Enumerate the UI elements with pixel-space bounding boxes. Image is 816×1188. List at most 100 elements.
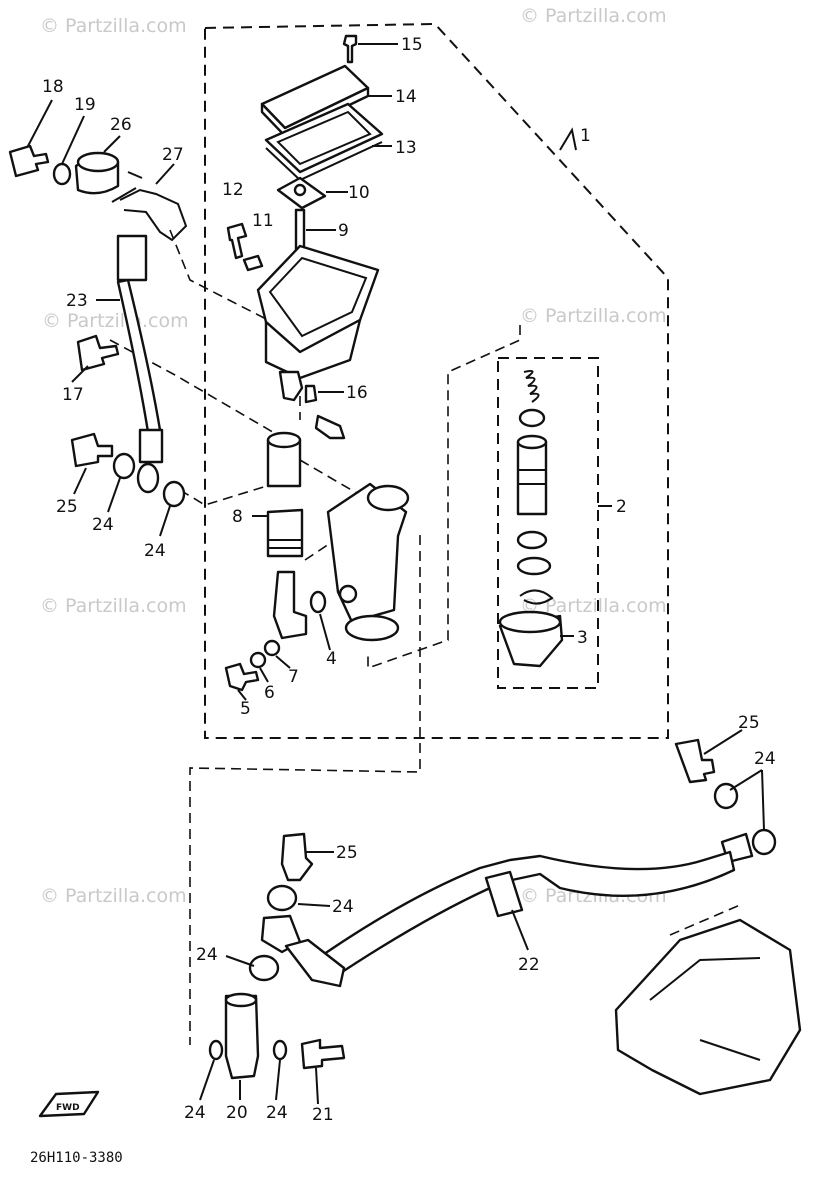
leader-22 (511, 909, 529, 951)
assembly-outlines (109, 22, 741, 1045)
watermark: © Partzilla.com (40, 15, 187, 37)
washer-24 (248, 954, 280, 982)
callout-20: 20 (226, 1103, 248, 1123)
leader-1 (559, 127, 577, 151)
callout-22: 22 (518, 955, 540, 975)
leader-reservoir (169, 229, 269, 321)
engine-case-detail (649, 957, 761, 1061)
leader-engine (669, 904, 741, 936)
callout-19: 19 (74, 95, 96, 115)
leader-body (299, 459, 361, 496)
spring (523, 369, 540, 403)
washer-24 (162, 480, 186, 508)
callout-24: 24 (92, 515, 114, 535)
callout-24: 24 (144, 541, 166, 561)
leader-25 (703, 729, 743, 755)
screw-5 (224, 662, 260, 692)
callout-11: 11 (252, 211, 274, 231)
diaphragm-13 (264, 102, 384, 174)
cylinder-body-bore (344, 614, 400, 642)
piston-grooves (518, 469, 546, 485)
callout-24: 24 (196, 945, 218, 965)
callout-6: 6 (264, 683, 275, 703)
bolt-25 (280, 832, 314, 882)
washer-19 (52, 162, 72, 186)
callout-25: 25 (336, 843, 358, 863)
piston-kit-group (498, 369, 564, 668)
screw-15 (342, 34, 358, 64)
callout-24: 24 (754, 749, 776, 769)
watermark: © Partzilla.com (42, 310, 189, 332)
union-bolt-20 (224, 994, 260, 1080)
hose-23-eye (136, 462, 160, 494)
union-fitting-top (266, 431, 302, 449)
switch-terminal (314, 414, 346, 440)
reservoir-tank-body (264, 318, 362, 380)
leader-4 (319, 613, 331, 651)
callout-24: 24 (266, 1103, 288, 1123)
callout-1: 1 (580, 126, 591, 146)
callout-24: 24 (184, 1103, 206, 1123)
callout-21: 21 (312, 1105, 334, 1125)
leader-6 (259, 667, 269, 683)
hose-22-crimp (484, 870, 524, 918)
hose-joint (272, 570, 308, 640)
washer-24 (112, 452, 136, 480)
watermark: © Partzilla.com (40, 885, 187, 907)
bolt-25 (674, 738, 716, 784)
washer-24 (266, 884, 298, 912)
reservoir-tank-opening (268, 256, 368, 338)
callout-13: 13 (395, 138, 417, 158)
callout-10: 10 (348, 183, 370, 203)
leader-26 (103, 135, 121, 153)
engine-case (614, 918, 802, 1096)
boot-8-ribs (268, 539, 302, 549)
leader-19 (61, 115, 85, 165)
watermark: © Partzilla.com (520, 5, 667, 27)
leader-25 (73, 467, 87, 495)
callout-27: 27 (162, 145, 184, 165)
callout-7: 7 (288, 667, 299, 687)
leader-24 (225, 955, 255, 967)
callouts: 15 14 13 10 12 11 9 1 16 2 3 8 4 5 6 7 1… (42, 35, 776, 1125)
fwd-arrow (38, 1090, 100, 1118)
leader-7 (275, 655, 291, 669)
watermark: © Partzilla.com (40, 595, 187, 617)
callout-23: 23 (66, 291, 88, 311)
callout-25: 25 (56, 497, 78, 517)
callout-3: 3 (577, 628, 588, 648)
hose-23 (116, 278, 162, 434)
washer-6 (249, 651, 267, 669)
fwd-badge: FWD (38, 1090, 100, 1118)
upper-hose-group (8, 144, 188, 508)
leader-24 (729, 769, 765, 831)
washer-24 (751, 828, 777, 856)
watermark: © Partzilla.com (520, 595, 667, 617)
callout-18: 18 (42, 77, 64, 97)
callout-leaders (27, 43, 765, 1105)
callout-2: 2 (616, 497, 627, 517)
leader-24 (159, 505, 171, 537)
nut-11 (242, 254, 264, 272)
leader-8 (304, 539, 336, 561)
callout-16: 16 (346, 383, 368, 403)
callout-12: 12 (222, 180, 244, 200)
hose-23-end (138, 428, 164, 464)
bolt-21 (300, 1038, 346, 1070)
leader-18 (27, 99, 53, 147)
boot-3-top (498, 610, 562, 634)
fwd-label: FWD (56, 1103, 80, 1113)
diagram-code: 26H110-3380 (30, 1150, 123, 1166)
callout-9: 9 (338, 221, 349, 241)
fitting-16 (278, 370, 304, 402)
assembly-1-outline (204, 22, 669, 739)
bolt-17 (76, 334, 120, 372)
watermark: © Partzilla.com (520, 305, 667, 327)
screw-12 (226, 222, 248, 260)
leader-5 (237, 689, 247, 701)
lower-hose-group (208, 738, 802, 1096)
leader-bolt-17 (109, 339, 296, 446)
piston-cup (516, 530, 548, 550)
reservoir-group (226, 34, 384, 440)
cylinder-body-port (338, 584, 358, 604)
